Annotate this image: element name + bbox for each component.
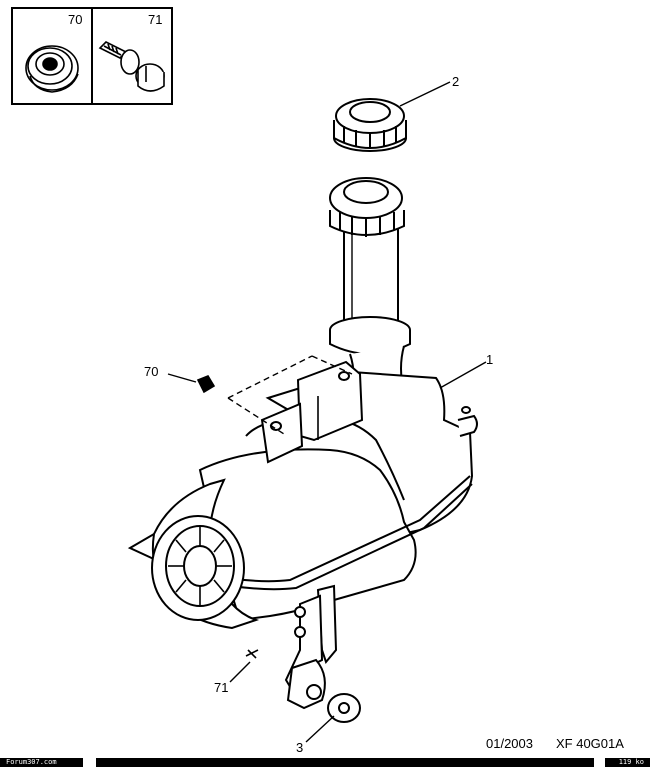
callout-washer: 3 [296,740,303,755]
inset-label-70: 70 [68,12,82,27]
footer-bar: Forum307.com 119 ko [0,758,650,767]
parts-inset: 70 71 [11,7,173,105]
bolt-71 [245,649,259,659]
filler-neck [329,177,411,394]
callout-nut: 70 [144,364,158,379]
bolt-icon [98,41,165,92]
expansion-tank [127,360,478,710]
reference-date: 01/2003 [486,736,533,751]
footer-divider [96,758,594,767]
callout-cap: 2 [452,74,459,89]
mounting-dashed-lines [227,355,353,435]
footer-file-size: 119 ko [604,758,650,767]
washer-3 [327,693,361,723]
callout-bolt: 71 [214,680,228,695]
footer-site: Forum307.com [0,758,83,767]
callout-tank: 1 [486,352,493,367]
reference-code: XF 40G01A [556,736,624,751]
inset-label-71: 71 [148,12,162,27]
callout-leaders [167,81,487,743]
nut-70 [196,375,216,394]
reservoir-cap [333,98,407,152]
flange-nut-icon [25,45,79,93]
